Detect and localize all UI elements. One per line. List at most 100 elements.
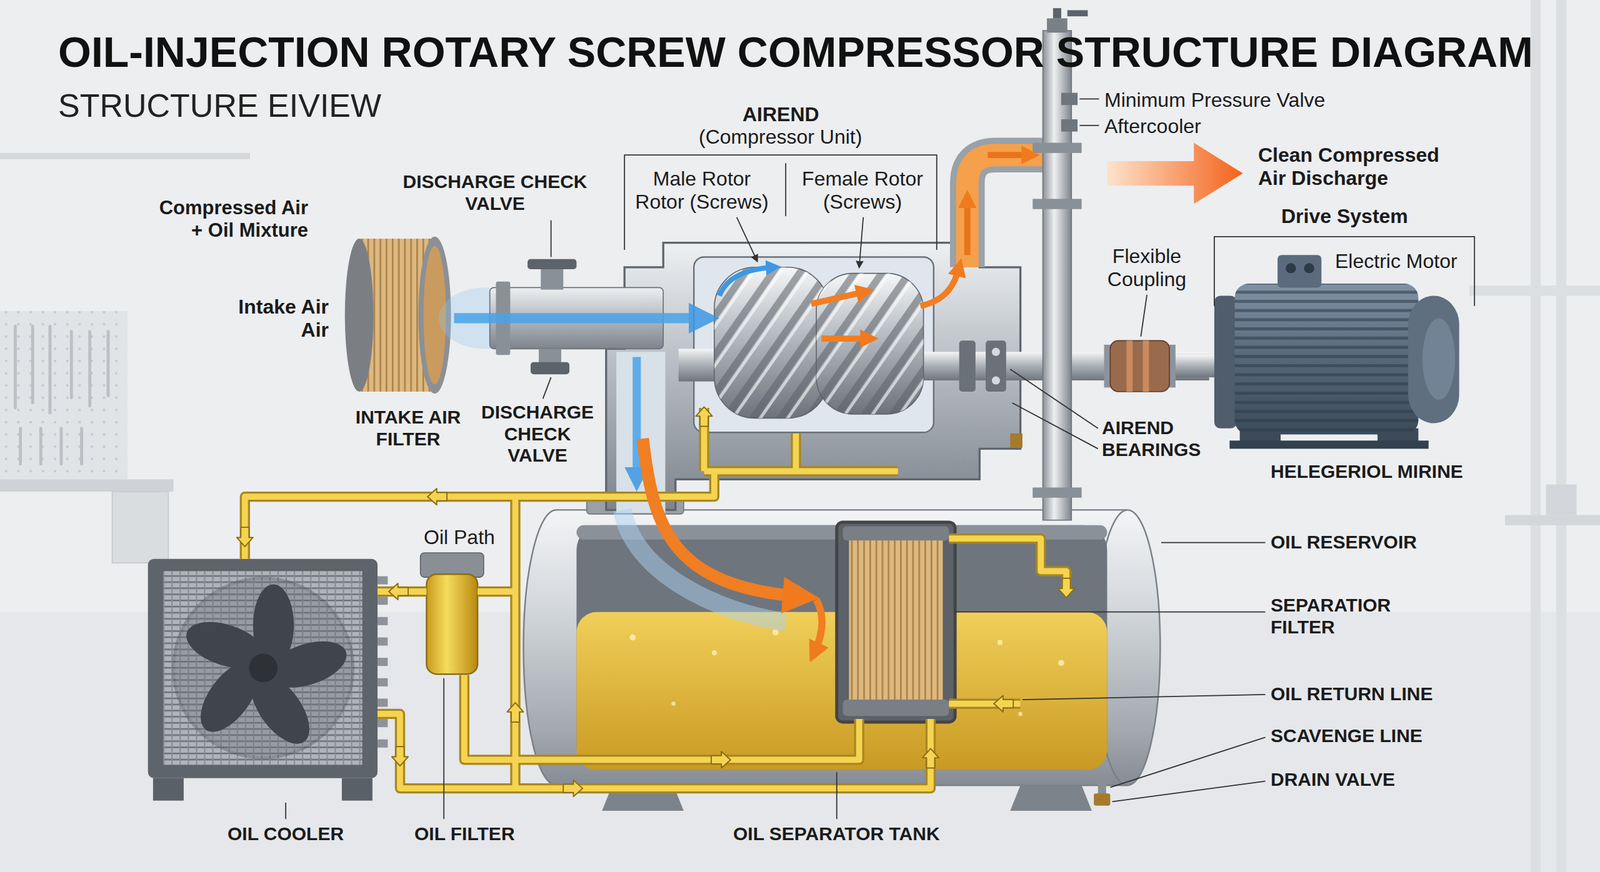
leader-lines-part (443, 678, 445, 820)
airend-part (530, 362, 570, 375)
discharge-pipe-part (1032, 198, 1082, 209)
oil-lines-part-part (704, 408, 899, 472)
oil-lines-part (245, 408, 1067, 789)
part-label: SCAVENGE LINE (1270, 725, 1423, 748)
separator-filter (836, 522, 955, 723)
oil-filter (420, 553, 484, 675)
background-part-part (18, 428, 22, 465)
leader-lines-part (1110, 737, 1265, 788)
leader-lines (285, 98, 1475, 820)
drive-system-part (1304, 263, 1315, 274)
background-part (1545, 485, 1577, 516)
oil-cooler-part-part (248, 654, 278, 684)
background-part-part (106, 331, 110, 397)
background-part-part (88, 331, 92, 407)
oil-cooler-part (180, 585, 353, 755)
oil-separator-tank-part-part (711, 650, 717, 656)
leader-lines-part (836, 772, 838, 820)
drive-system-part (1235, 283, 1419, 435)
oil-cooler-part-part (377, 719, 388, 728)
background-part (0, 479, 174, 492)
drive-system-part (1235, 283, 1419, 435)
airend-part (816, 273, 924, 415)
subtitle: STRUCTURE EIVIEW (58, 87, 382, 125)
background-part (112, 491, 169, 564)
flow-arrows-part (811, 291, 866, 305)
discharge-pipe (967, 8, 1244, 521)
flow-arrows-part (454, 313, 705, 324)
oil-lines-part (695, 406, 712, 427)
airend-part (616, 351, 665, 514)
flow-arrows-part (814, 600, 822, 654)
part-label: Aftercooler (1104, 115, 1202, 139)
oil-cooler-part (173, 578, 354, 759)
part-label: Compressed Air + Oil Mixture (151, 196, 309, 242)
leader-lines-part (1140, 295, 1147, 337)
oil-cooler-part (377, 576, 388, 749)
flow-arrows-part (821, 335, 870, 342)
airend-part (991, 348, 1000, 357)
airend-part (985, 340, 1007, 392)
leader-lines-part (785, 163, 787, 217)
oil-cooler-part-part (377, 576, 388, 585)
part-label: SEPARATIOR FILTER (1270, 595, 1409, 639)
oil-lines-part (922, 748, 939, 769)
discharge-pipe-part (1061, 93, 1078, 106)
discharge-pipe-part (1032, 487, 1082, 498)
background-part (1469, 285, 1600, 296)
part-label: OIL SEPARATOR TANK (733, 823, 940, 846)
drive-system-part (1277, 255, 1322, 288)
background-part (1556, 0, 1567, 872)
oil-cooler-part-part (377, 678, 388, 687)
oil-lines-part-part (948, 538, 1067, 592)
part-label: Intake Air Air (222, 295, 329, 342)
oil-lines-part (388, 583, 409, 600)
separator-filter-part (848, 532, 943, 707)
separator-filter-part (843, 700, 950, 717)
part-label: Oil Path (423, 526, 495, 550)
part-label: Clean Compressed Air Discharge (1258, 143, 1452, 190)
airend-part (991, 376, 1000, 385)
background-part (0, 311, 128, 480)
oil-separator-tank-part (1093, 793, 1110, 807)
oil-cooler-part (148, 559, 378, 779)
part-label: AIREND (742, 103, 820, 127)
airend-part (527, 259, 577, 270)
leader-lines-part (1012, 403, 1099, 449)
oil-cooler-part-part (377, 698, 388, 707)
leader-lines-part (736, 217, 758, 262)
oil-separator-tank-part-part (997, 640, 1003, 646)
leader-lines-part (1079, 125, 1099, 127)
oil-cooler-part-part (377, 637, 388, 646)
airend-part (538, 348, 562, 364)
part-label: INTAKE AIR FILTER (345, 406, 471, 450)
part-label: Male Rotor Rotor (Screws) (633, 167, 771, 214)
part-label: Minimum Pressure Valve (1104, 88, 1325, 112)
leader-lines-part (543, 377, 552, 399)
part-label: Electric Motor (1335, 250, 1458, 274)
airend-part (693, 256, 934, 433)
oil-separator-tank-part-part (772, 629, 779, 636)
oil-lines-part (563, 780, 583, 797)
flow-arrows-part (643, 438, 802, 597)
part-label: Flexible Coupling (1093, 245, 1200, 292)
drive-system-part (1110, 340, 1170, 392)
leader-lines-part (624, 155, 937, 250)
leader-lines-part (859, 217, 864, 268)
title: OIL-INJECTION ROTARY SCREW COMPRESSOR ST… (58, 27, 1534, 77)
oil-cooler-part-part (377, 740, 388, 749)
discharge-pipe-part (1067, 10, 1089, 17)
oil-lines-part (236, 527, 254, 547)
oil-cooler-part (163, 571, 362, 765)
drive-system-part (1285, 263, 1296, 274)
part-label: HELEGERIOL MIRINE (1270, 461, 1464, 484)
leader-lines-part (285, 803, 287, 820)
drive-system-part (1408, 295, 1460, 424)
oil-lines-part-part (948, 538, 1067, 592)
part-label: (Compressor Unit) (698, 125, 862, 149)
oil-cooler-part-part (377, 617, 388, 626)
oil-lines-part (391, 746, 409, 767)
